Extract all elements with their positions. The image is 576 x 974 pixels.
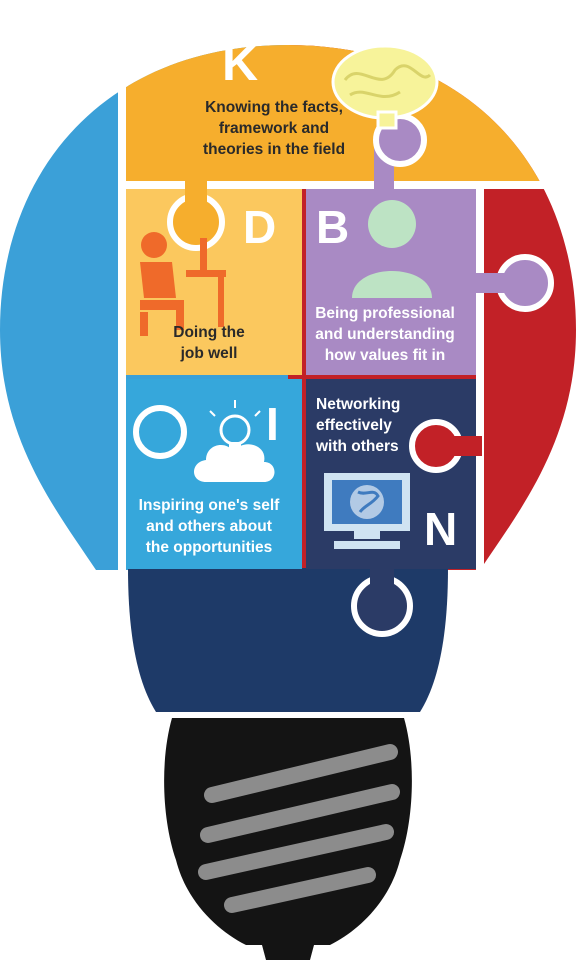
letter-d: D	[243, 201, 276, 253]
letter-b: B	[316, 201, 349, 253]
description-b: Being professional and understanding how…	[315, 305, 455, 364]
svg-text:with others: with others	[315, 438, 399, 455]
bulb-base	[164, 718, 412, 960]
description-k: Knowing the facts, framework and theorie…	[203, 99, 345, 158]
svg-text:framework and: framework and	[219, 120, 329, 137]
person-icon	[352, 200, 432, 298]
svg-text:and others about: and others about	[146, 518, 272, 535]
worker-at-desk-icon	[140, 232, 226, 336]
svg-text:Networking: Networking	[316, 396, 400, 413]
svg-text:theories in the field: theories in the field	[203, 141, 345, 158]
brain-icon	[331, 44, 439, 130]
description-d: Doing the job well	[173, 324, 245, 362]
letter-i: I	[266, 398, 279, 450]
computer-globe-icon	[324, 473, 410, 549]
svg-text:Being professional: Being professional	[315, 305, 455, 322]
svg-text:and understanding: and understanding	[315, 326, 455, 343]
description-i: Inspiring one's self and others about th…	[139, 497, 280, 556]
svg-text:Doing the: Doing the	[173, 324, 245, 341]
svg-text:how values fit in: how values fit in	[325, 347, 446, 364]
screw-threads	[198, 744, 400, 913]
svg-text:the opportunities: the opportunities	[146, 539, 273, 556]
letter-k: K	[222, 35, 258, 91]
svg-text:Inspiring one's self: Inspiring one's self	[139, 497, 280, 514]
cloud-lightbulb-icon	[194, 400, 275, 482]
svg-text:Knowing the facts,: Knowing the facts,	[205, 99, 343, 116]
svg-text:job well: job well	[180, 345, 238, 362]
letter-n: N	[424, 503, 457, 555]
description-n: Networking effectively with others	[315, 396, 400, 455]
svg-text:effectively: effectively	[316, 417, 392, 434]
